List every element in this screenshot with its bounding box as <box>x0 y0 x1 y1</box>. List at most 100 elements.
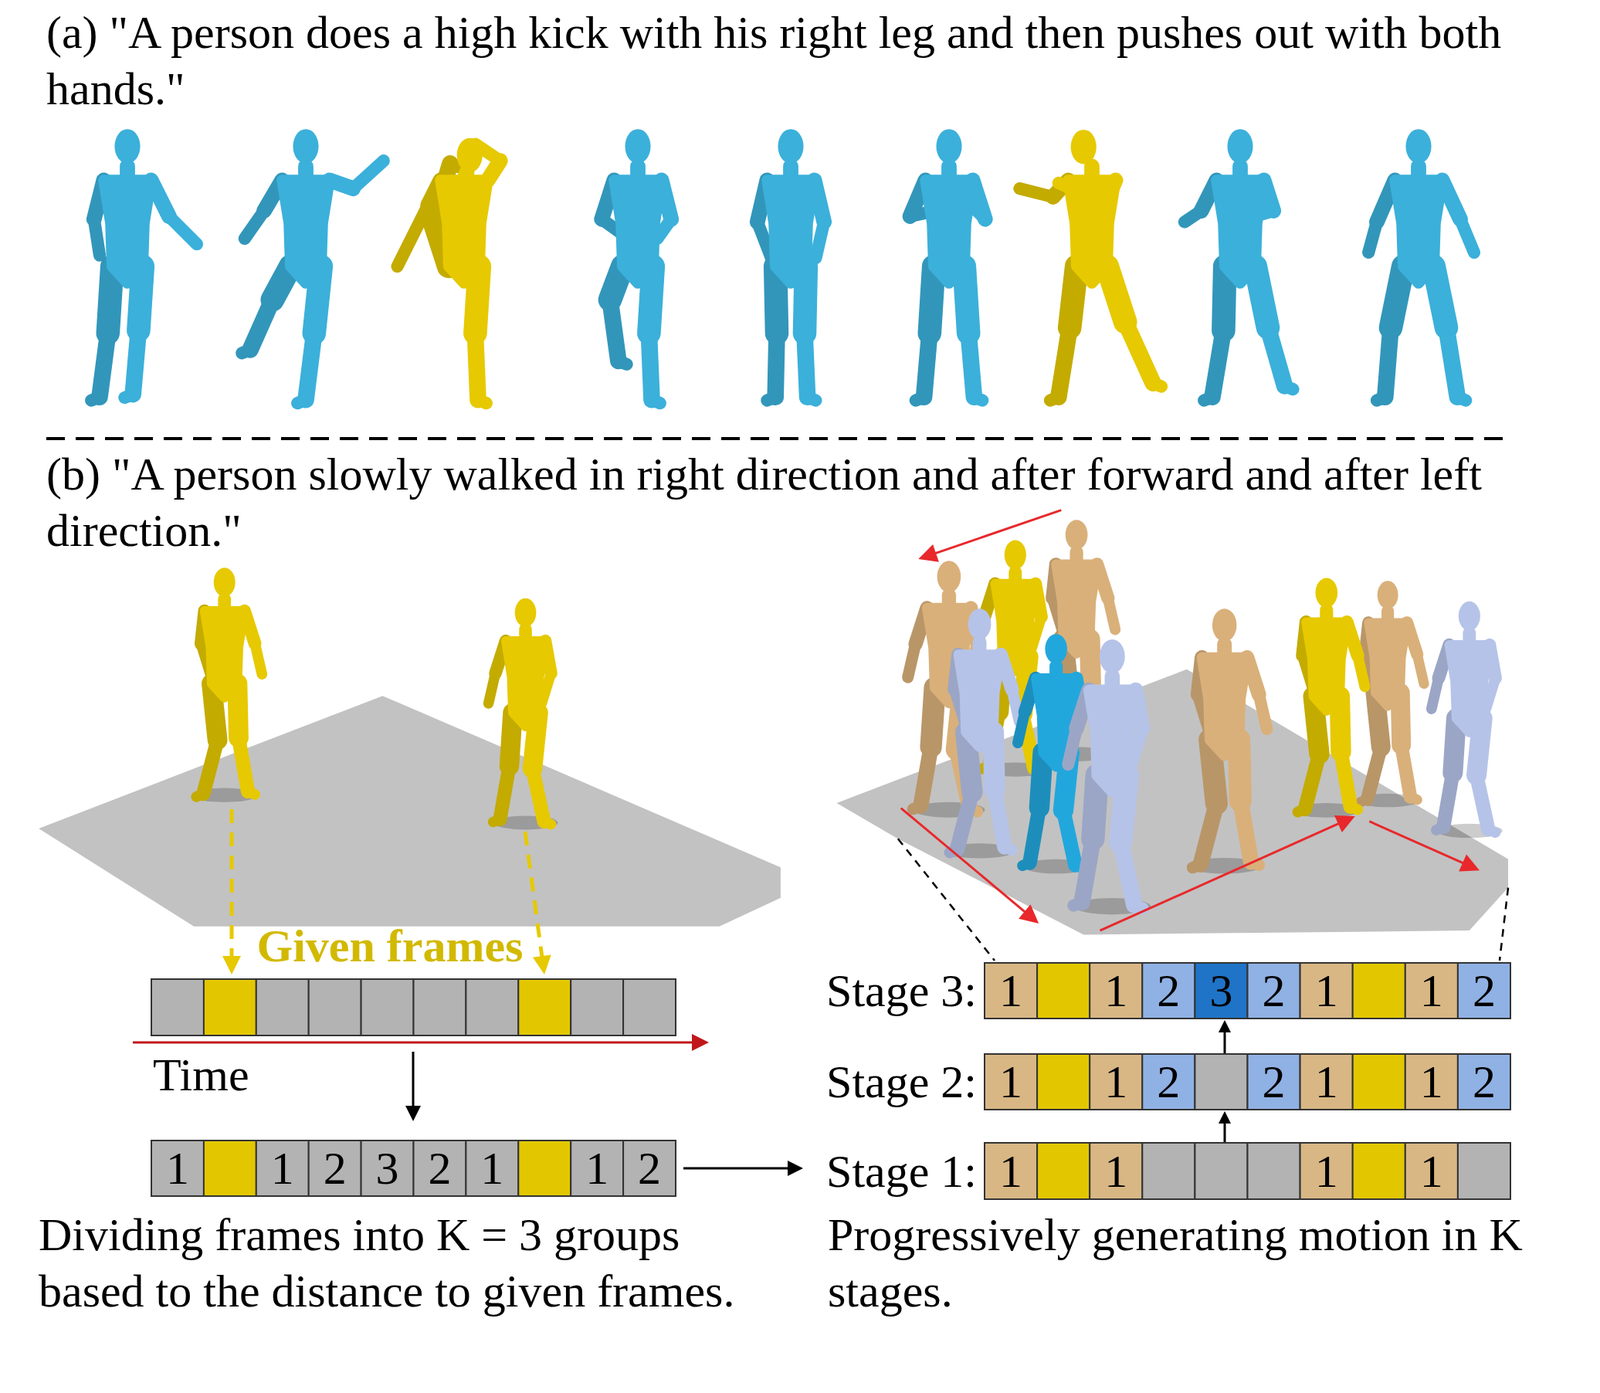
frame-cell <box>1457 962 1511 1019</box>
human-figure <box>241 128 384 404</box>
arrow-head <box>405 1105 421 1122</box>
shin <box>1212 330 1224 397</box>
group-number: 1 <box>256 1140 309 1197</box>
frame-cell <box>984 962 1038 1019</box>
human-figure <box>91 128 197 400</box>
foot <box>1152 383 1162 387</box>
arrow-head <box>1458 854 1480 872</box>
thigh <box>1107 266 1126 323</box>
left-scene <box>38 567 781 975</box>
head <box>968 608 992 640</box>
figure-shadow <box>493 815 559 830</box>
figure-shadow <box>191 788 258 803</box>
group-number: 2 <box>1142 962 1195 1019</box>
caption-text: Progressively generating motion in K sta… <box>827 1206 1570 1320</box>
frame-cell <box>151 979 204 1036</box>
thigh <box>532 712 539 769</box>
human-figure <box>1184 128 1293 400</box>
shin <box>920 746 931 807</box>
forearm <box>1019 188 1053 197</box>
frame-cell <box>1142 1142 1195 1200</box>
human-figure <box>1017 633 1090 874</box>
frame-cell <box>1037 1142 1090 1200</box>
thigh <box>1120 775 1128 842</box>
shin <box>610 299 619 361</box>
foot <box>1457 396 1466 400</box>
shin <box>1058 327 1070 397</box>
human-figure <box>757 128 824 400</box>
neck <box>1462 633 1476 645</box>
frame-cell <box>1247 1142 1301 1200</box>
forearm <box>1031 616 1041 648</box>
human-figure <box>1431 601 1503 838</box>
group-number: 1 <box>1405 1142 1458 1200</box>
frame-pointer <box>230 809 234 960</box>
head <box>515 598 537 628</box>
head <box>1004 540 1027 570</box>
separator-line <box>46 437 1506 441</box>
thigh <box>314 266 322 333</box>
caption-text: Dividing frames into K = 3 groups based … <box>38 1206 765 1320</box>
frame-cell <box>1194 962 1248 1019</box>
figure-shadow <box>1355 793 1420 808</box>
stage-label: Stage 2: <box>776 1054 977 1110</box>
group-number: 2 <box>1142 1054 1195 1110</box>
foot <box>973 396 983 400</box>
time-arrow <box>132 1041 695 1045</box>
group-number: 1 <box>1089 962 1143 1019</box>
group-number: 2 <box>413 1140 467 1197</box>
group-number: 1 <box>984 962 1038 1019</box>
frame-bars <box>151 962 1511 1200</box>
head <box>1377 580 1399 609</box>
human-figure <box>1355 580 1424 807</box>
forearm <box>1357 655 1365 687</box>
foot <box>651 400 661 404</box>
shin <box>1120 841 1135 906</box>
frame-cell <box>1300 1054 1353 1110</box>
frame-cell <box>1300 962 1353 1019</box>
thigh <box>1400 692 1401 745</box>
foot <box>1376 396 1386 400</box>
forearm <box>1368 221 1377 253</box>
frame-cell <box>151 1140 204 1197</box>
shin <box>132 330 139 395</box>
foot <box>477 400 487 404</box>
neck <box>1069 552 1083 565</box>
arrow-head <box>787 1160 804 1177</box>
frame-bar <box>151 979 676 1036</box>
shin <box>804 332 808 397</box>
frame-cell <box>1405 1054 1458 1110</box>
foot <box>618 360 628 364</box>
arrow-head <box>918 544 939 563</box>
arrow-head <box>1018 904 1039 924</box>
frame-cell <box>984 1054 1038 1110</box>
arrow-head <box>691 1033 709 1051</box>
frame-cell <box>518 979 571 1036</box>
forearm <box>397 205 429 267</box>
shin <box>1443 772 1453 828</box>
shin <box>238 737 248 792</box>
shin <box>500 766 510 820</box>
human-figure <box>488 598 559 831</box>
shin <box>1401 745 1411 797</box>
frame-cell <box>308 979 362 1036</box>
forearm <box>815 221 824 258</box>
stage-label: Stage 3: <box>776 962 977 1019</box>
human-figure <box>1067 639 1151 915</box>
head <box>1212 608 1238 642</box>
floor-plane <box>837 669 1509 936</box>
neck <box>1049 666 1063 679</box>
zoom-line <box>898 838 995 961</box>
human-figure <box>191 567 262 803</box>
group-number: 3 <box>361 1140 414 1197</box>
forearm <box>1017 711 1025 743</box>
forearm <box>657 219 672 239</box>
thigh <box>929 266 934 333</box>
forearm <box>1131 728 1143 765</box>
frame-cell <box>1037 1054 1090 1110</box>
figure-shadow <box>944 843 1015 858</box>
given-frames-label: Given frames <box>254 918 526 975</box>
shin <box>994 789 1005 848</box>
head <box>1099 639 1126 674</box>
group-number: 1 <box>984 1054 1038 1110</box>
